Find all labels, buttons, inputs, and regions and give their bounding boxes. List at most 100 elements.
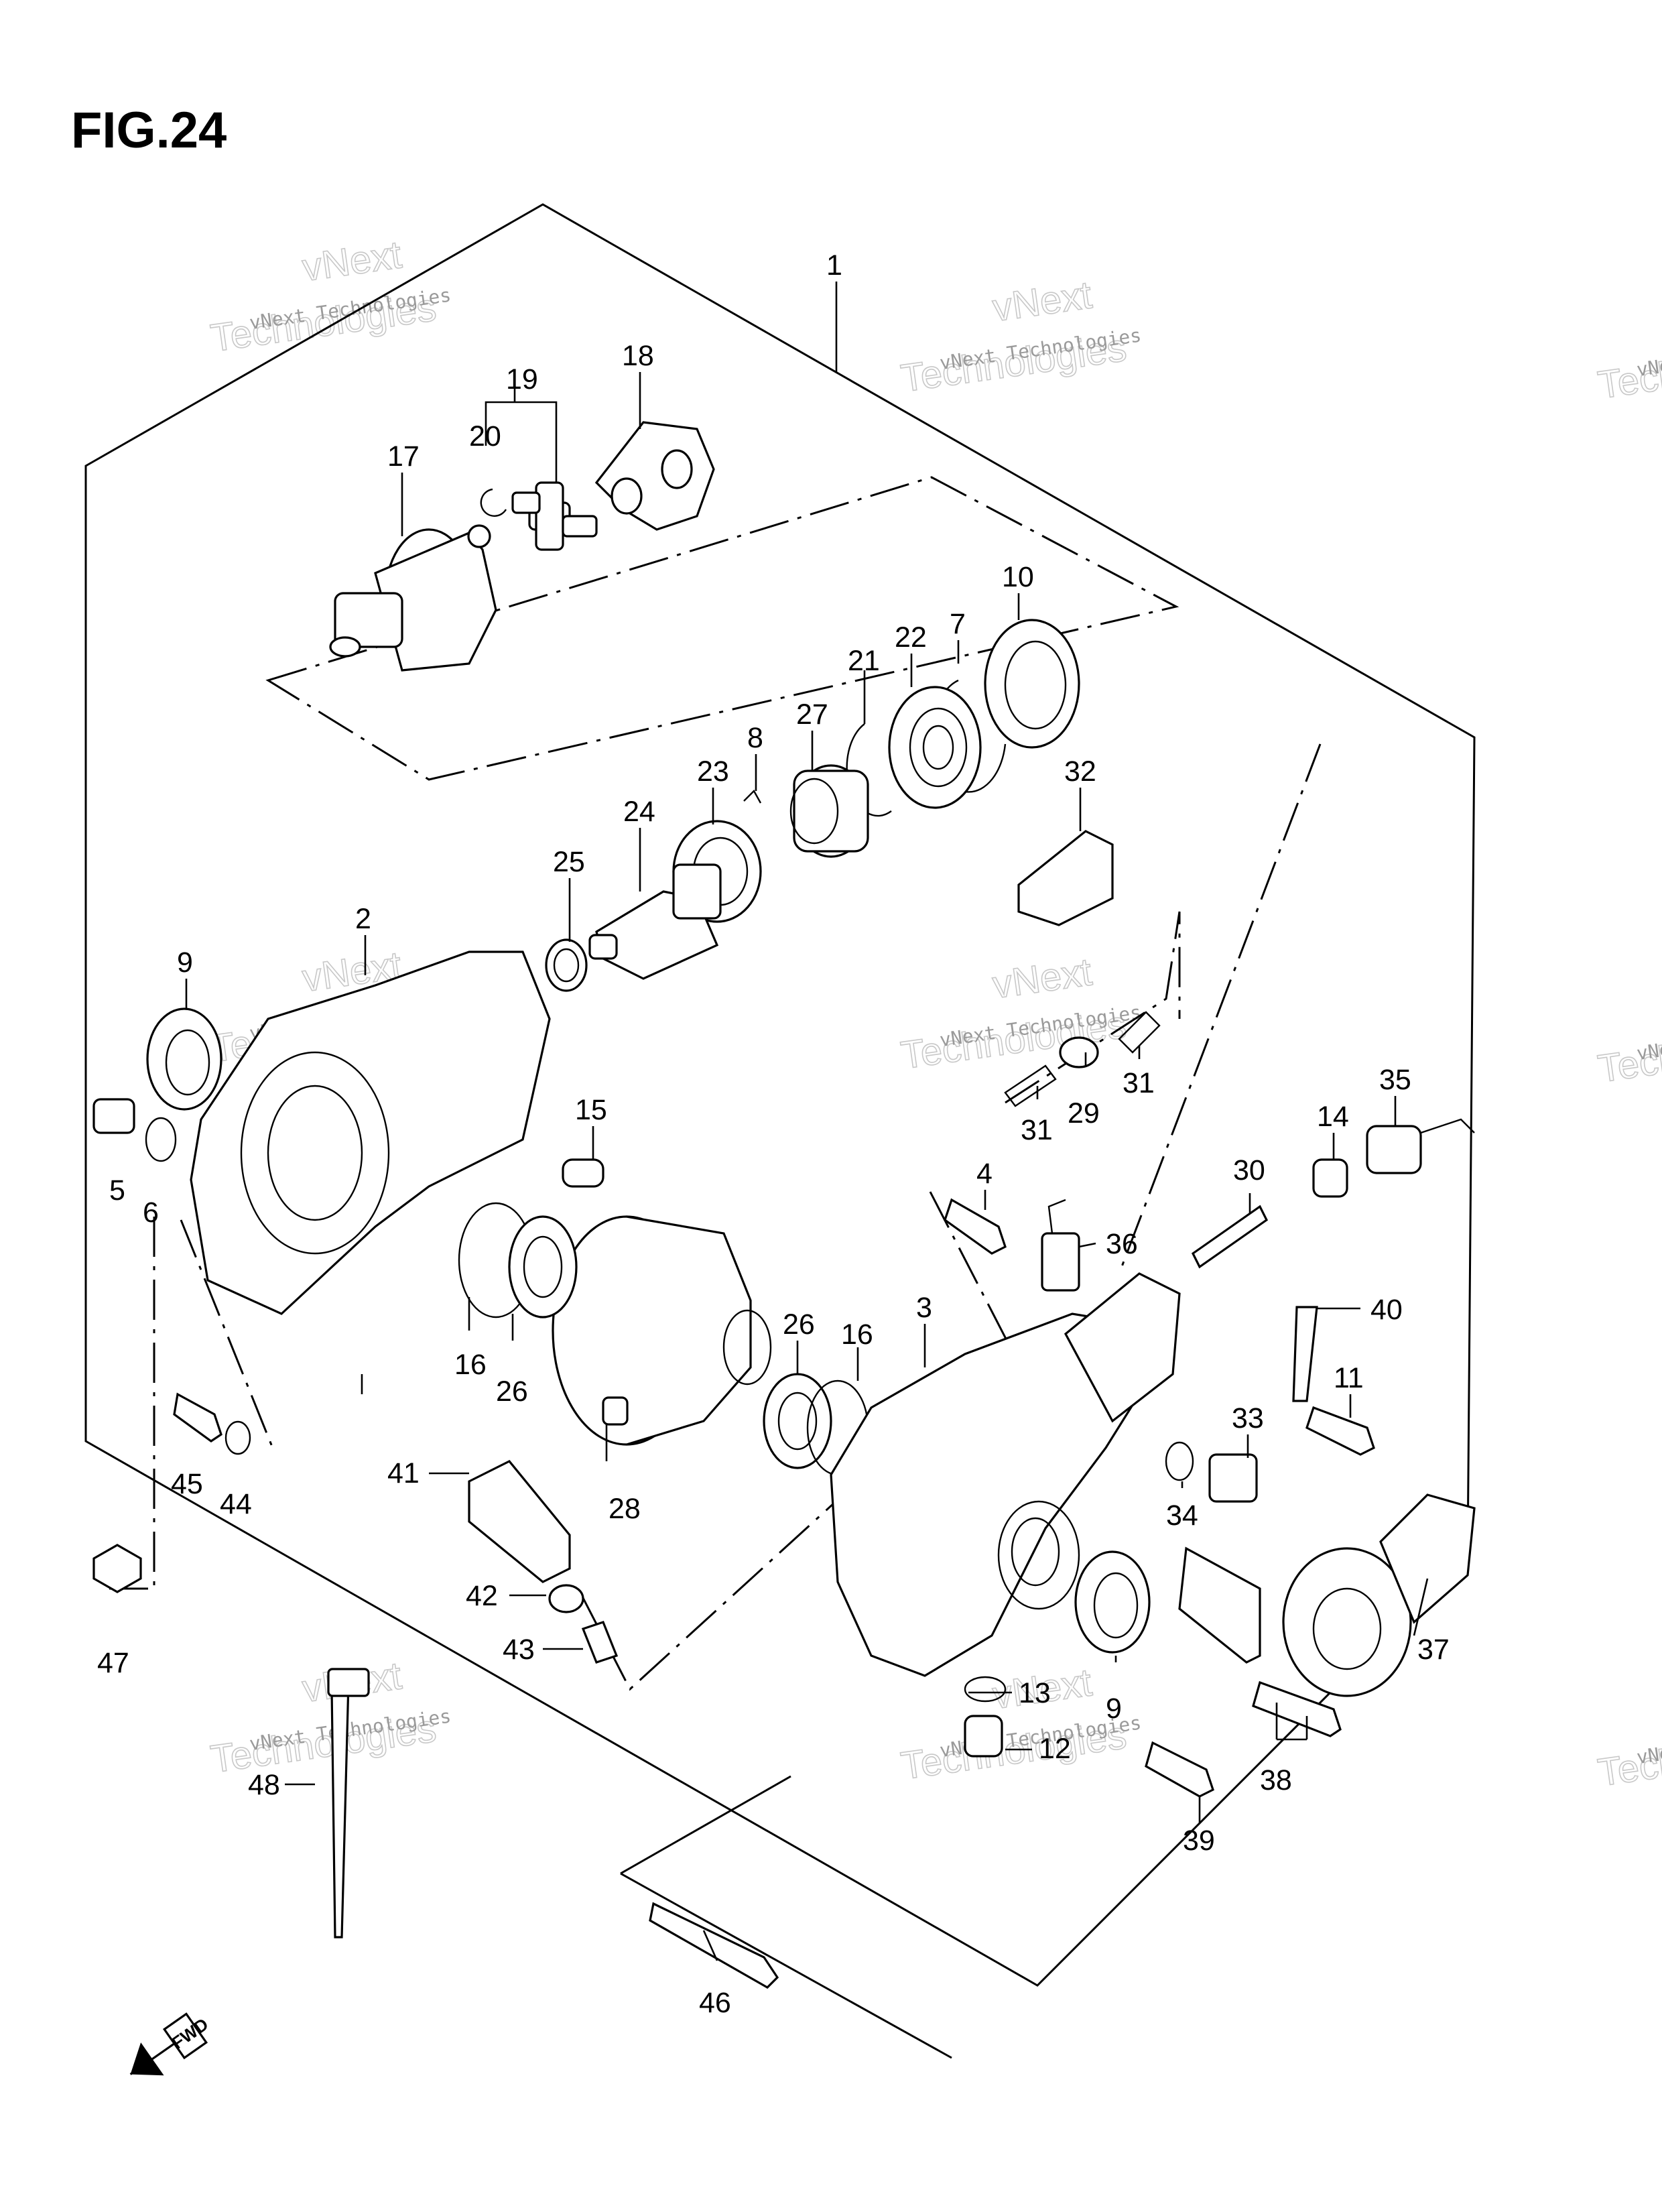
part-24-drive-pinion [588,863,722,980]
callout-9a: 9 [177,946,193,979]
callout-33: 33 [1232,1402,1264,1434]
fwd-direction-badge: FWD [129,2012,212,2076]
part-39-bolt [1145,1741,1214,1798]
part-31-spring-lower [1004,1064,1057,1107]
part-37-actuator [1282,1493,1476,1697]
callout-37: 37 [1417,1634,1450,1666]
guide-line-rear [580,1191,1010,1691]
part-19-universal-joint [511,481,598,551]
part-43-pin [581,1621,619,1664]
callout-20: 20 [469,420,501,452]
part-18-yoke [594,421,715,531]
callout-34: 34 [1166,1499,1198,1532]
callout-15: 15 [575,1094,607,1126]
callout-35: 35 [1379,1064,1411,1096]
part-8-clip [743,790,762,804]
callout-42: 42 [466,1580,498,1612]
part-5-drain-plug [92,1098,135,1134]
watermark: Technologies vNext Technologies [1595,330,1662,408]
part-3-carrier-housing [830,1272,1181,1677]
callout-11: 11 [1334,1362,1364,1394]
callout-40: 40 [1370,1294,1403,1326]
guide-line-flange [180,1219,276,1454]
part-41-boot [468,1459,571,1583]
part-40-strap [1292,1306,1318,1402]
part-48-cable-tie [327,1668,370,1939]
watermark: Technologies vNext Technologies [1595,1718,1662,1795]
callout-2: 2 [355,903,371,935]
callout-10: 10 [1002,561,1034,593]
callout-3: 3 [916,1292,932,1324]
part-26-bearing-left [508,1215,578,1318]
callout-25: 25 [553,846,585,878]
part-20-snap-ring [480,488,507,517]
part-47-nut [92,1544,142,1593]
callout-19: 19 [506,363,538,395]
callout-21: 21 [848,645,880,677]
part-2-diff-case-left [190,950,551,1315]
callout-22: 22 [895,621,927,654]
guide-line-left [109,1217,155,1590]
callout-16b: 16 [841,1318,873,1351]
part-9-oil-seal [146,1007,222,1111]
part-13-washer [964,1676,1007,1703]
callout-4: 4 [976,1158,993,1190]
callout-43: 43 [503,1634,535,1666]
svg-text:vNext: vNext [990,950,1094,1007]
callout-45: 45 [171,1468,203,1500]
part-9-oil-seal-right [1074,1550,1151,1654]
part-27-bearing [789,764,869,858]
part-45-bolt [173,1392,222,1442]
watermark: vNext Technologies vNext Technologies [208,1653,452,1782]
callout-12: 12 [1039,1733,1071,1765]
part-34-o-ring [1165,1441,1194,1481]
part-22-bearing [888,686,982,809]
callout-31a: 31 [1021,1114,1053,1146]
callout-28: 28 [609,1493,641,1525]
part-31-spring-upper [1118,1011,1161,1054]
callout-32: 32 [1064,755,1096,788]
callout-6: 6 [143,1196,159,1229]
callout-48: 48 [248,1769,280,1801]
part-44-washer [225,1420,251,1455]
figure-title: FIG.24 [71,102,227,159]
callout-26b: 26 [783,1308,815,1341]
callout-36: 36 [1106,1228,1138,1260]
callout-31b: 31 [1123,1067,1155,1099]
callout-26a: 26 [496,1375,528,1408]
callout-46: 46 [699,1987,731,2019]
part-25-needle-bearing [545,938,588,992]
part-6-gasket [145,1117,177,1162]
subassembly-outline-sensor [1005,743,1322,1274]
callout-9b: 9 [1106,1693,1122,1725]
callout-13: 13 [1019,1677,1051,1709]
part-17-flange-yoke [329,524,497,672]
part-ring-gear-differential [552,1215,772,1446]
callout-5: 5 [109,1174,125,1207]
callout-17: 17 [387,440,420,473]
leader-lines [185,282,1429,1961]
callout-14: 14 [1317,1101,1349,1133]
part-32-bracket [1017,830,1114,926]
part-35-switch [1366,1118,1475,1174]
part-14-grommet [1312,1158,1348,1198]
watermark: vNext Technologies vNext Technologies [898,949,1143,1078]
watermark: vNext Technologies vNext Technologies [208,232,452,361]
callout-27: 27 [796,698,828,731]
part-38-bolts [1252,1680,1342,1737]
callout-7: 7 [950,608,966,640]
part-11-bolt [1305,1406,1375,1456]
callout-38: 38 [1260,1764,1292,1796]
callout-8: 8 [747,722,763,754]
callout-39: 39 [1183,1825,1215,1857]
callout-24: 24 [623,796,655,828]
svg-text:vNext: vNext [990,273,1094,330]
watermark-line2: vNext [300,233,404,290]
part-4-bolt [944,1198,1007,1255]
part-15-pin [562,1158,604,1188]
part-28-bolt [602,1396,629,1426]
part-12-plug [964,1715,1003,1758]
part-10-oil-seal [984,619,1080,749]
part-30-rod [1191,1205,1269,1269]
callout-29: 29 [1068,1097,1100,1129]
